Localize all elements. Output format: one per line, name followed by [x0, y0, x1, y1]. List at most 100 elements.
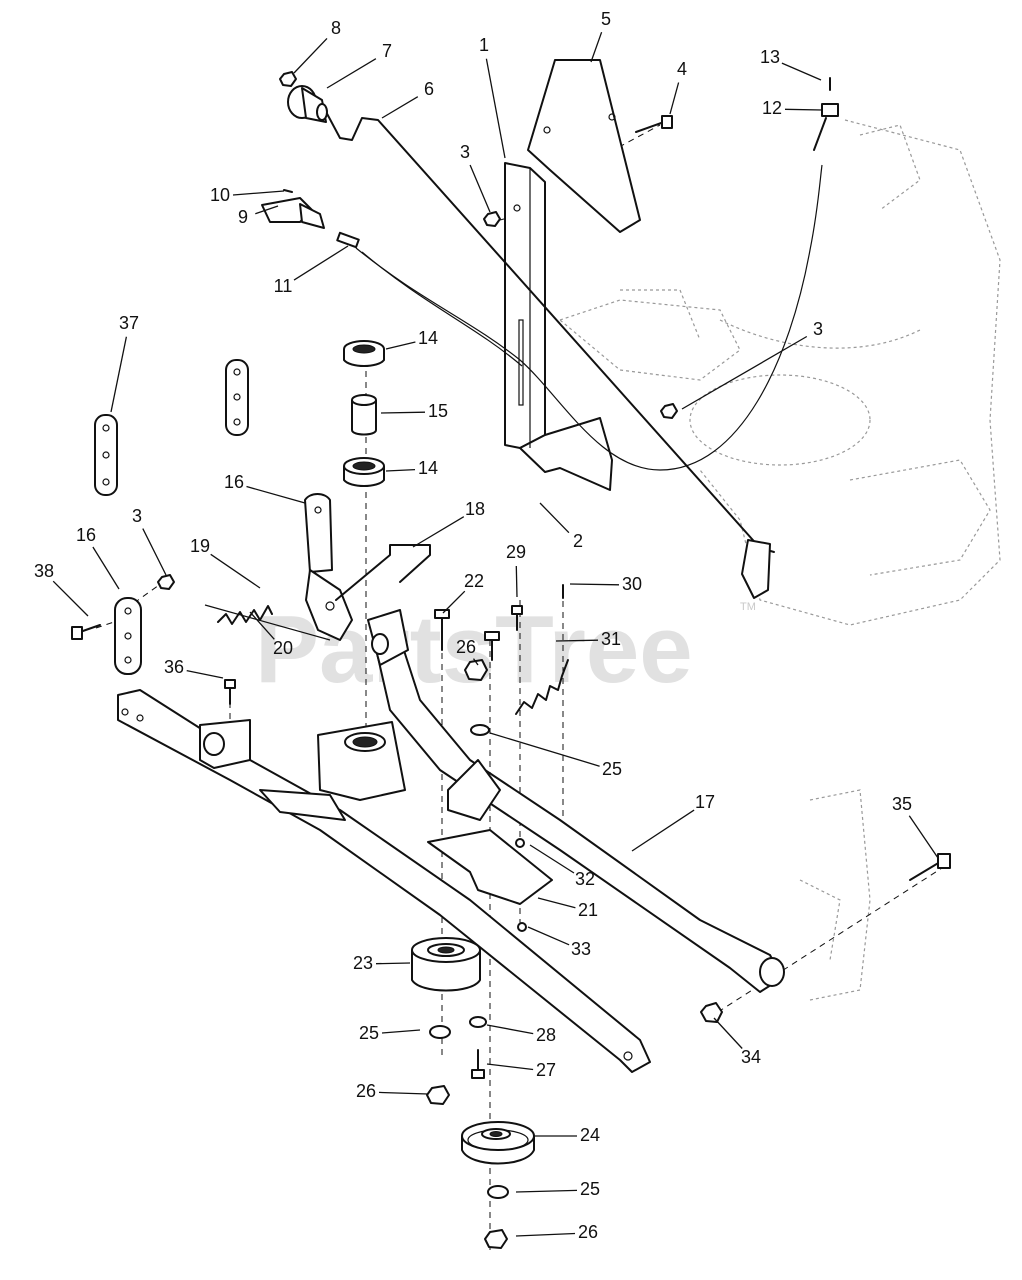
- callout-label-36: 36: [164, 657, 184, 677]
- callout-leader-25: [515, 1189, 578, 1193]
- callout-leader-4: [669, 82, 680, 115]
- callout-leader-26: [515, 1232, 576, 1237]
- callout-label-37: 37: [119, 313, 139, 333]
- callout-leader-20: [249, 611, 275, 640]
- part-16-arm: [114, 597, 142, 675]
- part-20-spring: [217, 605, 273, 625]
- part-32-nut: [515, 838, 525, 848]
- callout-leader-22: [442, 590, 466, 614]
- part-34-nut: [700, 1002, 723, 1023]
- part-1-channel: [504, 162, 546, 449]
- callout-label-26: 26: [578, 1222, 598, 1242]
- part-21-plate: [427, 829, 553, 905]
- callout-leader-17: [631, 809, 695, 852]
- callout-leader-3: [681, 335, 808, 410]
- callout-label-24: 24: [580, 1125, 600, 1145]
- callout-label-35: 35: [892, 794, 912, 814]
- callout-label-3: 3: [813, 319, 823, 339]
- callout-label-7: 7: [382, 41, 392, 61]
- callout-label-27: 27: [536, 1060, 556, 1080]
- callout-label-25: 25: [602, 759, 622, 779]
- callout-leader-33: [527, 926, 570, 946]
- callout-leader-30: [569, 583, 620, 586]
- part-7-knob: [287, 85, 328, 123]
- callout-leader-9: [255, 205, 279, 215]
- part-3-nut: [157, 574, 175, 590]
- callout-label-14: 14: [418, 458, 438, 478]
- part-37-link-plate: [225, 359, 249, 436]
- trademark-symbol: TM: [740, 601, 756, 613]
- callout-leader-13: [781, 62, 822, 81]
- callout-leader-31: [555, 639, 599, 642]
- callout-label-32: 32: [575, 869, 595, 889]
- callout-label-20: 20: [273, 638, 293, 658]
- callout-label-34: 34: [741, 1047, 761, 1067]
- part-25-washer: [429, 1025, 451, 1039]
- callout-label-22: 22: [464, 571, 484, 591]
- part-14-bushing-upper: [343, 340, 385, 367]
- part-31-spring: [515, 659, 569, 715]
- callout-label-38: 38: [34, 561, 54, 581]
- callout-leader-14: [385, 341, 416, 350]
- part-23-idler-pulley: [411, 937, 481, 992]
- callout-label-28: 28: [536, 1025, 556, 1045]
- part-22-bolt: [484, 631, 500, 661]
- callout-leader-27: [486, 1063, 534, 1071]
- part-14-bushing-lower: [343, 457, 385, 487]
- callout-label-25: 25: [359, 1023, 379, 1043]
- part-26-nut: [464, 659, 488, 681]
- callout-labels: 1233345678910111213141415161617181920212…: [34, 9, 912, 1242]
- callout-label-26: 26: [356, 1081, 376, 1101]
- callout-leader-26: [472, 658, 479, 666]
- callout-label-3: 3: [460, 142, 470, 162]
- callout-leader-25: [489, 732, 600, 767]
- part-19-rod: [204, 604, 331, 641]
- callout-label-25: 25: [580, 1179, 600, 1199]
- callout-leader-32: [529, 844, 575, 874]
- callout-label-3: 3: [132, 506, 142, 526]
- part-28-washer: [469, 1016, 487, 1028]
- callout-leader-7: [326, 58, 377, 89]
- callout-label-13: 13: [760, 47, 780, 67]
- part-26-nut: [426, 1085, 450, 1105]
- part-35-bolt: [909, 853, 951, 881]
- callout-leaders: [52, 31, 939, 1237]
- part-38-bolt: [71, 624, 101, 640]
- part-5-bracket: [527, 59, 641, 233]
- part-25-washer: [470, 724, 490, 736]
- part-3-nut: [660, 403, 678, 419]
- callout-leader-15: [380, 411, 426, 414]
- callout-leader-37: [110, 336, 128, 413]
- callout-label-2: 2: [573, 531, 583, 551]
- callout-leader-18: [412, 516, 465, 548]
- callout-label-12: 12: [762, 98, 782, 118]
- callout-leader-21: [537, 897, 576, 909]
- callout-label-23: 23: [353, 953, 373, 973]
- callout-label-17: 17: [695, 792, 715, 812]
- callout-leader-16: [92, 546, 120, 590]
- part-15-spacer: [351, 394, 377, 436]
- callout-label-31: 31: [601, 629, 621, 649]
- part-10-pin: [283, 189, 293, 193]
- callout-label-26: 26: [456, 637, 476, 657]
- callout-leader-3: [142, 528, 167, 576]
- part-11-cable: [336, 117, 827, 471]
- callout-leader-29: [515, 565, 518, 598]
- callout-leader-14: [385, 468, 416, 472]
- callout-label-9: 9: [238, 207, 248, 227]
- part-36-bolt: [224, 679, 236, 705]
- part-27-bolt: [471, 1049, 485, 1079]
- callout-label-11: 11: [274, 276, 293, 296]
- part-6-control-rod: [323, 107, 761, 549]
- part-26-nut: [484, 1229, 508, 1249]
- callout-label-8: 8: [331, 18, 341, 38]
- callout-leader-28: [486, 1024, 534, 1035]
- part-25-washer: [487, 1185, 509, 1199]
- callout-leader-2: [539, 502, 570, 534]
- callout-leader-35: [908, 815, 939, 859]
- callout-leader-16: [246, 485, 306, 504]
- callout-leader-25: [381, 1029, 421, 1034]
- callout-leader-36: [186, 669, 224, 679]
- callout-leader-23: [375, 962, 411, 965]
